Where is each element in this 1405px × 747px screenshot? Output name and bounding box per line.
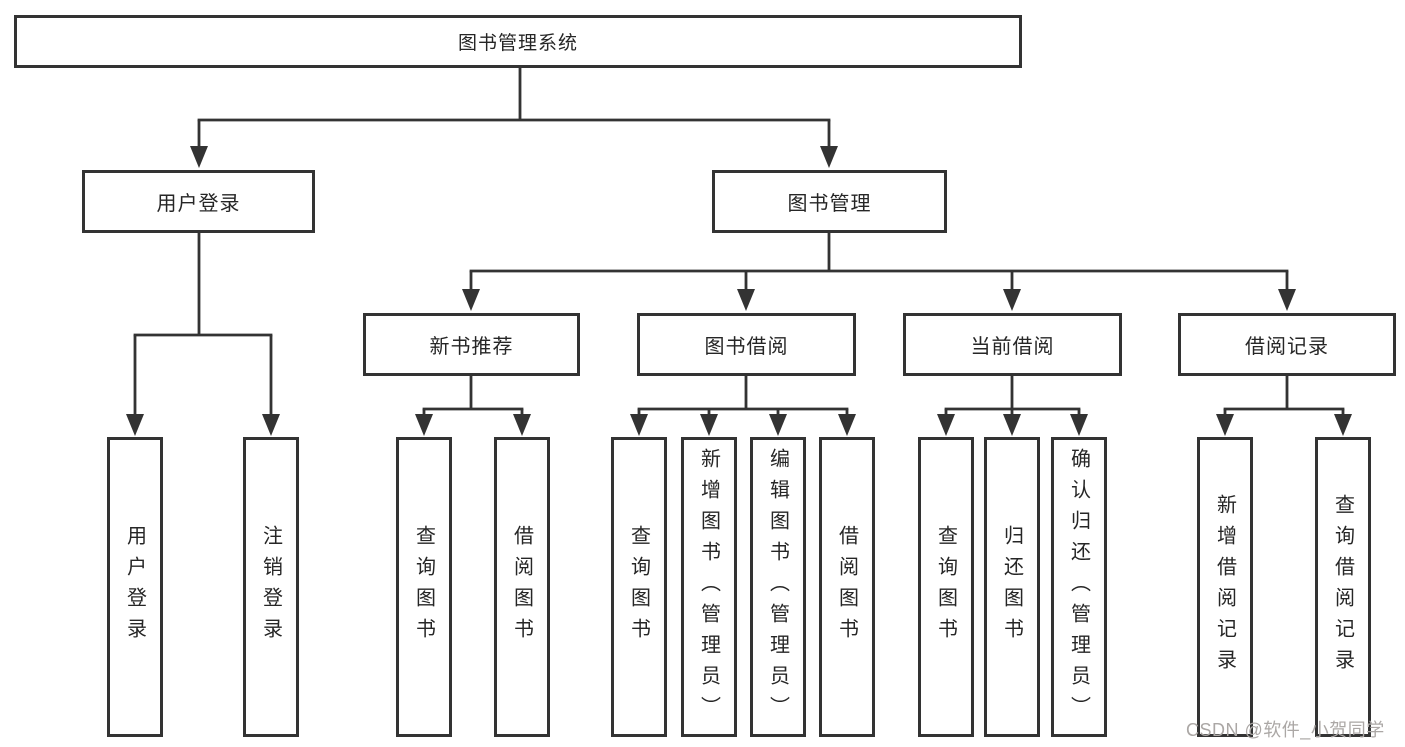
root-box-library-management-system: 图书管理系统 — [14, 15, 1022, 68]
leaf-box-current-query-books: 查询图书 — [918, 437, 974, 737]
leaf-box-recommend-query-books: 查询图书 — [396, 437, 452, 737]
leaf-box-borrow-borrow-books: 借阅图书 — [819, 437, 875, 737]
branch-box-user-login: 用户登录 — [82, 170, 315, 233]
connector-user-login-arrowheads — [126, 414, 280, 436]
leaf-box-current-return-books: 归还图书 — [984, 437, 1040, 737]
connector-book-management-sections — [469, 233, 1289, 291]
leaf-box-record-add-borrow-record: 新增借阅记录 — [1197, 437, 1253, 737]
connector-book-borrow-arrowheads — [630, 414, 856, 436]
connector-user-login-children — [133, 233, 273, 416]
leaf-box-borrow-query-books: 查询图书 — [611, 437, 667, 737]
connector-current-borrow-children — [944, 376, 1081, 416]
connector-book-borrow-children — [637, 376, 849, 416]
connector-borrow-record-arrowheads — [1216, 414, 1352, 436]
section-box-current-borrow: 当前借阅 — [903, 313, 1122, 376]
leaf-box-current-confirm-return-admin: 确认归还（管理员） — [1051, 437, 1107, 737]
leaf-box-borrow-add-books-admin: 新增图书（管理员） — [681, 437, 737, 737]
connector-new-book-recommend-children — [422, 376, 524, 416]
section-box-new-book-recommend: 新书推荐 — [363, 313, 580, 376]
leaf-box-user-login: 用户登录 — [107, 437, 163, 737]
leaf-box-record-query-borrow-record: 查询借阅记录 — [1315, 437, 1371, 737]
section-box-book-borrow: 图书借阅 — [637, 313, 856, 376]
connector-root-to-level2-arrowheads — [190, 146, 838, 168]
leaf-box-logout: 注销登录 — [243, 437, 299, 737]
connector-root-to-level2 — [197, 68, 831, 148]
connector-borrow-record-children — [1223, 376, 1345, 416]
branch-box-book-management: 图书管理 — [712, 170, 947, 233]
connector-book-management-arrowheads — [462, 289, 1296, 311]
leaf-box-borrow-edit-books-admin: 编辑图书（管理员） — [750, 437, 806, 737]
leaf-box-recommend-borrow-books: 借阅图书 — [494, 437, 550, 737]
section-box-borrow-record: 借阅记录 — [1178, 313, 1396, 376]
connector-current-borrow-arrowheads — [937, 414, 1088, 436]
connector-new-book-recommend-arrowheads — [415, 414, 531, 436]
watermark-text: CSDN @软件_小贺同学 — [1186, 720, 1385, 740]
